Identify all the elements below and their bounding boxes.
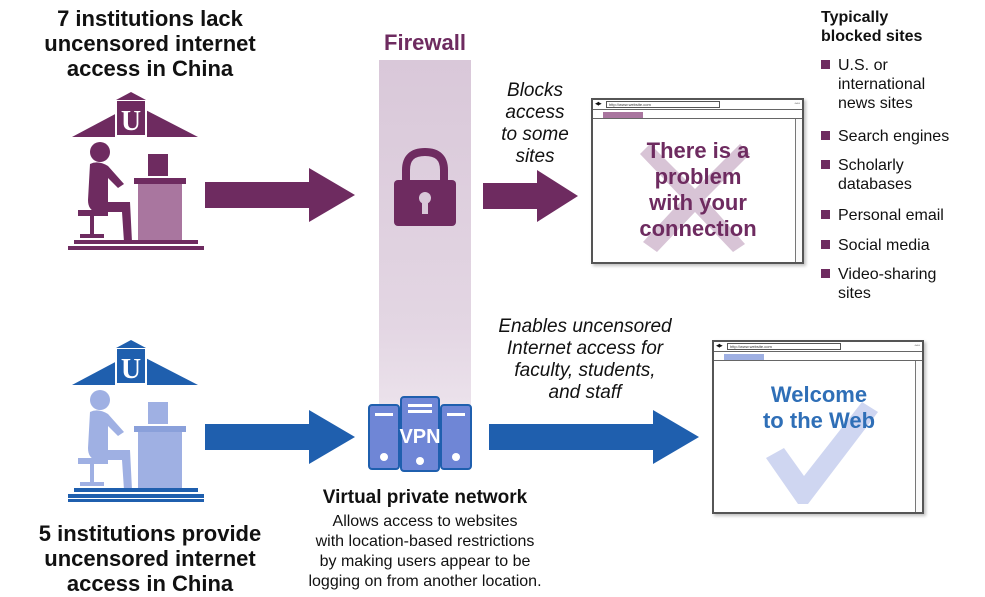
bullet-square-icon — [821, 131, 830, 140]
bullet-square-icon — [821, 240, 830, 249]
welcome-browser-window: ◀▶ http://www.website.com ▫▫▫ Welcome to… — [712, 340, 924, 514]
legend-item: Search engines — [821, 127, 981, 147]
connection-error-message: There is a problem with your connection — [639, 138, 757, 241]
legend-item: Video-sharing sites — [821, 265, 981, 305]
bullet-square-icon — [821, 60, 830, 69]
blocked-sites-legend-title: Typically blocked sites — [821, 9, 923, 45]
vpn-arrow-left — [205, 410, 355, 464]
blocked-arrow-right — [483, 170, 578, 222]
window-buttons-icon: ▫▫▫ — [914, 343, 920, 349]
bottom-institutions-title: 5 institutions provide uncensored intern… — [38, 521, 262, 596]
legend-item: Personal email — [821, 206, 981, 226]
welcome-message: Welcome to the Web — [762, 382, 876, 433]
legend-item: Social media — [821, 236, 981, 256]
top-institutions-title: 7 institutions lack uncensored internet … — [44, 6, 256, 81]
scrollbar — [795, 119, 802, 262]
x-mark-icon — [640, 144, 750, 252]
firewall-band — [379, 60, 471, 440]
browser-nav-icon: ◀▶ — [595, 101, 602, 107]
blocked-browser-window: ◀▶ http://www.website.com ▫▫▫ There is a… — [591, 98, 804, 264]
legend-item: U.S. or international news sites — [821, 56, 981, 116]
bullet-square-icon — [821, 269, 830, 278]
browser-url: http://www.website.com — [727, 343, 841, 350]
checkmark-icon — [766, 402, 878, 504]
vpn-title: Virtual private network — [322, 487, 528, 508]
university-user-icon-censored: U — [68, 92, 204, 250]
browser-tab — [724, 354, 764, 360]
university-letter: U — [121, 354, 141, 385]
enables-access-note: Enables uncensored Internet access for f… — [498, 316, 672, 403]
browser-tab — [603, 112, 643, 118]
firewall-label: Firewall — [384, 30, 466, 55]
vpn-description: Allows access to websites with location-… — [308, 513, 542, 590]
university-user-icon-uncensored: U — [68, 340, 204, 502]
blocked-arrow-left — [205, 168, 355, 222]
browser-url: http://www.website.com — [606, 101, 720, 108]
vpn-arrow-right — [489, 410, 699, 464]
university-letter: U — [121, 106, 141, 137]
vpn-badge: VPN — [399, 426, 440, 448]
browser-nav-icon: ◀▶ — [716, 343, 723, 349]
padlock-icon — [394, 148, 456, 226]
legend-item: Scholarly databases — [821, 156, 981, 196]
blocks-access-note: Blocks access to some sites — [501, 80, 569, 167]
bullet-square-icon — [821, 160, 830, 169]
bullet-square-icon — [821, 210, 830, 219]
vpn-server-icon: VPN — [368, 396, 472, 472]
scrollbar — [915, 361, 922, 512]
window-buttons-icon: ▫▫▫ — [794, 101, 800, 107]
